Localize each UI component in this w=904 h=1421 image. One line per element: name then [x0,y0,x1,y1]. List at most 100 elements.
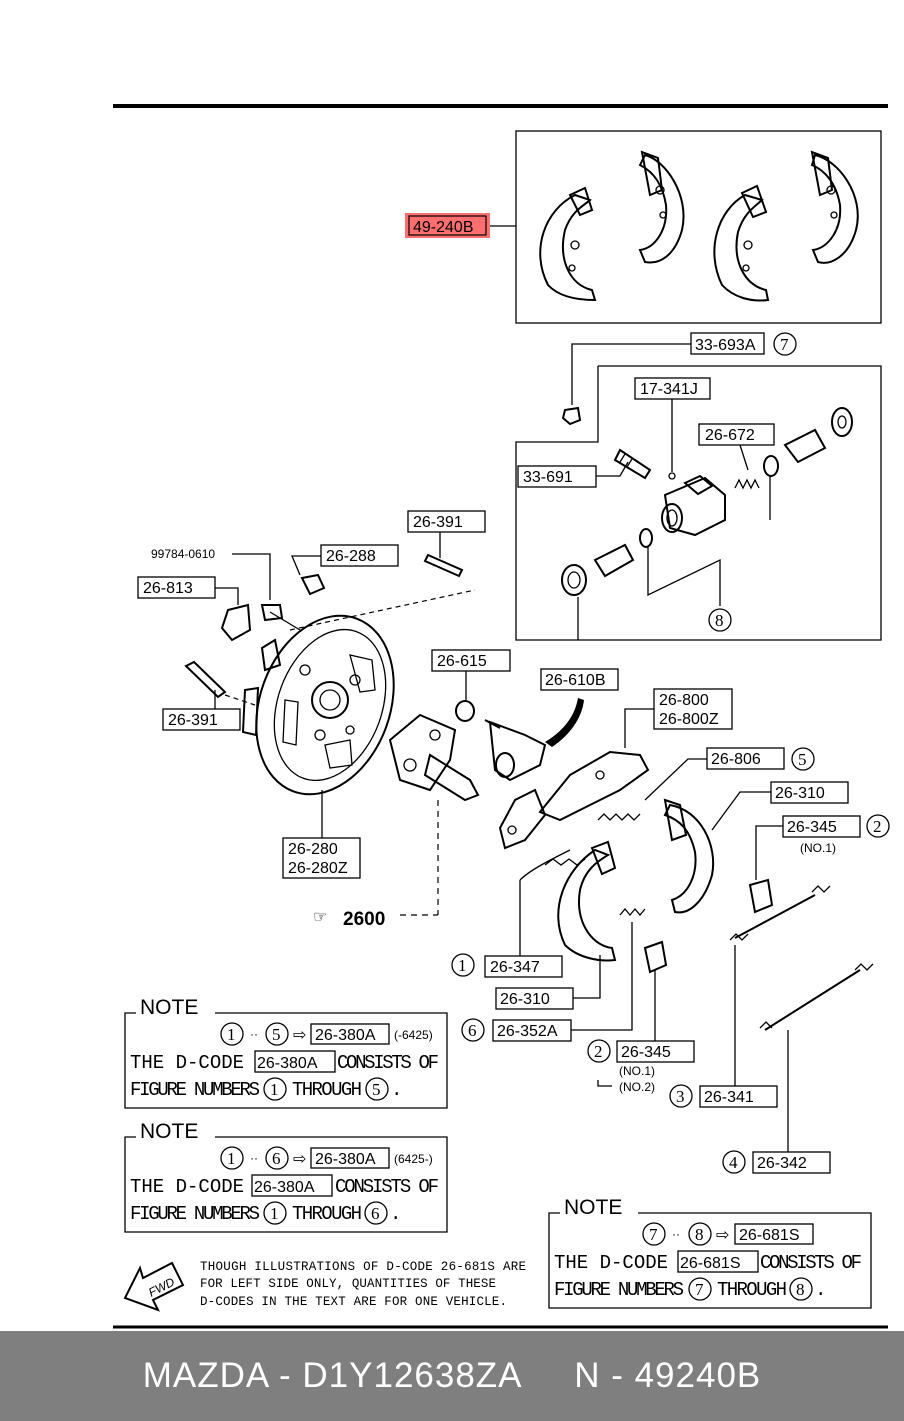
note-2-to: 6 [272,1149,281,1168]
label-no1-right[interactable]: (NO.1) [800,841,836,855]
wheel-cylinder-frame [515,365,882,641]
brake-shoe-illustration [539,150,859,302]
label-box-26-391-top [407,510,486,533]
circle-3-num: 3 [676,1087,685,1106]
label-26-280Z[interactable]: 26-280Z [288,860,348,877]
note-2-code: 26-380A [315,1151,376,1168]
label-no1-bottom[interactable]: (NO.1) [619,1064,655,1078]
label-26-813[interactable]: 26-813 [143,580,193,597]
label-26-288[interactable]: 26-288 [326,548,376,565]
label-26-800[interactable]: 26-800 [659,692,709,709]
note-2-arrow-icon: ⇨ [293,1151,306,1168]
clip-26-345-right [748,878,774,914]
label-box-26-672 [698,423,775,446]
label-17-341J[interactable]: 17-341J [640,381,698,398]
label-26-342[interactable]: 26-342 [757,1155,807,1172]
label-box-26-610B [540,668,619,691]
label-26-310-bottom[interactable]: 26-310 [500,991,550,1008]
note-3-title: NOTE [564,1196,622,1219]
label-26-345-right[interactable]: 26-345 [787,819,837,836]
spindle-illustration [388,713,480,802]
wheel-cylinder-illustration [561,407,853,596]
note-3-line2-to: 8 [796,1280,805,1299]
note-2-line1-post: CONSISTS OF [335,1176,439,1198]
circle-4 [722,1150,746,1174]
note-2-line1-pre: THE D-CODE OF [130,1176,278,1198]
label-26-806[interactable]: 26-806 [711,751,761,768]
leader-33-693A [571,343,691,405]
disclaimer-line2: FOR LEFT SIDE ONLY, QUANTITIES OF THESE [200,1277,496,1291]
note-3-line2-pre: FIGURE NUMBERS [554,1279,684,1301]
note-2-line2-from: 1 [270,1204,279,1223]
circle-2-bottom-num: 2 [594,1042,603,1061]
rod-26-341 [734,894,816,939]
label-33-693A[interactable]: 33-693A [695,337,756,354]
label-26-610B[interactable]: 26-610B [545,672,606,689]
note-1-from: 1 [227,1025,236,1044]
note-2-range: (6425-) [394,1152,433,1166]
disclaimer-line3: D-CODES IN THE TEXT ARE FOR ONE VEHICLE. [200,1295,507,1309]
note-1-code: 26-380A [315,1027,376,1044]
label-box-26-615 [431,649,511,672]
label-33-691[interactable]: 33-691 [523,469,573,486]
note-3-line2-from: 7 [695,1280,704,1299]
note-1-title: NOTE [140,996,198,1019]
label-99784-0610[interactable]: 99784-0610 [151,547,215,561]
label-26-310-right[interactable]: 26-310 [775,785,825,802]
note-2-from: 1 [227,1149,236,1168]
circle-1 [451,953,475,977]
grommet-26-813 [220,603,252,642]
label-26-347[interactable]: 26-347 [490,959,540,976]
circle-5-num: 5 [798,750,807,769]
note-1-line1-code: 26-380A [257,1055,318,1072]
svg-text:··: ·· [250,1151,258,1165]
footer-bar: MAZDA - D1Y12638ZA N - 49240B [0,1331,904,1421]
note-1-line1-post: CONSISTS OF [337,1052,439,1074]
bolt-99784 [260,604,284,622]
note-3-from: 7 [649,1225,658,1244]
note-2-line1-code: 26-380A [254,1179,315,1196]
note-2-line2-pre: FIGURE NUMBERS [130,1203,260,1225]
note-1-line2-pre: FIGURE NUMBERS [130,1079,260,1101]
label-26-672[interactable]: 26-672 [705,427,755,444]
circle-4-num: 4 [729,1153,738,1172]
parts-diagram: 49-240B 33-693A 7 17-341J 26-672 33-691 [113,104,890,1329]
label-box-26-391-left [162,708,241,731]
label-26-341[interactable]: 26-341 [704,1089,754,1106]
parking-lever-illustration [498,750,650,850]
note-3-line2-mid: THROUGH [717,1279,787,1301]
label-box-26-347 [484,955,563,978]
shoe-set-highlight [405,213,490,238]
label-26-615[interactable]: 26-615 [437,653,487,670]
label-26-800Z[interactable]: 26-800Z [659,711,719,728]
note-1-line2-end: . [391,1079,402,1101]
note-3-line1-post: CONSISTS OF [760,1252,862,1274]
bolt-left [184,660,227,699]
label-26-391-top[interactable]: 26-391 [413,514,463,531]
footer-text: MAZDA - D1Y12638ZA N - 49240B [142,1356,762,1395]
label-26-345-bottom[interactable]: 26-345 [621,1044,671,1061]
label-no2-bottom[interactable]: (NO.2) [619,1080,655,1094]
seal-26-615 [455,700,475,722]
label-26-352A[interactable]: 26-352A [497,1023,558,1040]
note-2-line2-end: . [390,1203,401,1225]
spring-26-352A [619,907,646,917]
label-box-26-341 [699,1085,778,1108]
note-1-to: 5 [272,1025,281,1044]
note-1-line2-from: 1 [270,1080,279,1099]
note-1-arrow-icon: ⇨ [293,1027,306,1044]
bolt-top [423,553,464,578]
rod-26-342 [764,969,861,1031]
clip-26-345-lower [643,940,668,974]
svg-text:··: ·· [250,1027,258,1041]
svg-text:··: ·· [672,1227,680,1241]
label-26-280[interactable]: 26-280 [288,841,338,858]
label-26-391-left[interactable]: 26-391 [168,712,218,729]
shoe-set-label[interactable]: 49-240B [413,219,474,236]
wheel-cylinder-assy [484,719,547,782]
circle-7-top [773,332,797,356]
ref-2600[interactable]: 2600 [343,909,385,930]
note-2-title: NOTE [140,1120,198,1143]
note-1: NOTE 1 ·· 5 ⇨ 26-380A (-6425) THE D-CODE… [124,996,448,1109]
note-2-line2-mid: THROUGH [292,1203,362,1225]
